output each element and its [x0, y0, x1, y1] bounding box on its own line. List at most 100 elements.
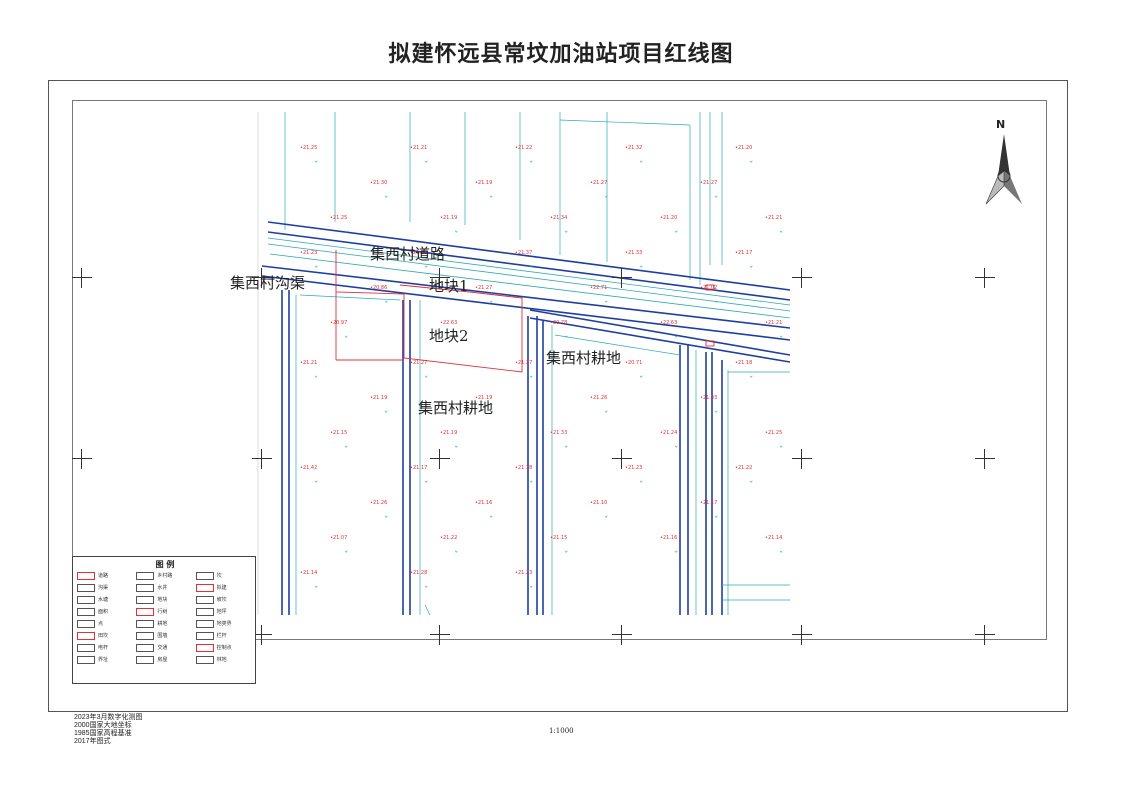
farmland-symbol: ˇ [384, 411, 389, 421]
farmland-symbol: ˇ [489, 196, 494, 206]
legend-symbol-icon [195, 631, 214, 640]
legend-symbol-icon [195, 571, 214, 580]
farmland-symbol: ˇ [314, 161, 319, 171]
legend-symbol-icon [136, 619, 155, 628]
elevation-label: •21.15 [330, 430, 348, 436]
elevation-label: •21.24 [660, 430, 678, 436]
legend-item: 电杆 [77, 643, 134, 652]
farmland-symbol: ˇ [749, 266, 754, 276]
legend-item: 道路 [77, 571, 134, 580]
legend-item-label: 田坎 [98, 633, 109, 639]
grid-cross [975, 268, 995, 288]
north-label: N [996, 118, 1006, 131]
farmland-symbol: ˇ [454, 551, 459, 561]
farmland-symbol: ˇ [564, 231, 569, 241]
legend-grid: 道路乡村路坎沟渠水井拟建水塘地块坡坎面积行树地坪点耕地地类界田坎围墙栏杆电杆交通… [77, 571, 253, 664]
legend-symbol-icon [136, 571, 155, 580]
elevation-label: •21.03 [700, 395, 718, 401]
elevation-label: •21.23 [300, 250, 318, 256]
legend-item: 田坎 [77, 631, 134, 640]
farmland-symbol: ˇ [674, 551, 679, 561]
farmland-symbol: ˇ [424, 586, 429, 596]
legend-item: 坡坎 [195, 595, 253, 604]
legend-item: 地块 [136, 595, 193, 604]
legend-symbol-icon [195, 583, 214, 592]
farmland-symbol: ˇ [749, 481, 754, 491]
elevation-label: •21.16 [660, 535, 678, 541]
legend-item: 坎 [195, 571, 253, 580]
farmland-symbol: ˇ [424, 376, 429, 386]
legend-item-label: 控制点 [216, 645, 232, 651]
farmland-symbol: ˇ [529, 161, 534, 171]
elevation-label: •22.63 [660, 320, 678, 326]
elevation-label: •21.19 [410, 250, 428, 256]
legend-item-label: 水塘 [98, 597, 109, 603]
farmland-symbol: ˇ [314, 481, 319, 491]
legend-item: 乡村路 [136, 571, 193, 580]
legend-item-label: 水井 [157, 585, 168, 591]
elevation-label: •20.71 [625, 360, 643, 366]
farmland-symbol: ˇ [344, 231, 349, 241]
elevation-label: •21.19 [440, 430, 458, 436]
legend-item-label: 电杆 [98, 645, 109, 651]
elevation-label: •21.25 [330, 215, 348, 221]
legend-item: 拟建 [195, 583, 253, 592]
grid-cross [975, 625, 995, 645]
legend-item-label: 点 [98, 621, 104, 627]
legend-item-label: 界址 [98, 657, 109, 663]
grid-cross [72, 449, 92, 469]
elevation-label: •22.63 [440, 320, 458, 326]
legend-symbol-icon [136, 607, 155, 616]
elevation-label: •21.20 [735, 145, 753, 151]
legend-item-label: 围墙 [157, 633, 168, 639]
elevation-label: •21.34 [550, 215, 568, 221]
farmland-symbol: ˇ [384, 301, 389, 311]
legend-item-label: 乡村路 [157, 573, 173, 579]
elevation-label: •20.78 [550, 320, 568, 326]
note-line: 2000国家大地坐标 [74, 722, 132, 729]
legend-item-label: 面积 [98, 609, 109, 615]
farmland-symbol: ˇ [564, 336, 569, 346]
farmland-symbol: ˇ [604, 196, 609, 206]
legend-symbol-icon [77, 607, 95, 616]
elevation-label: •21.27 [590, 180, 608, 186]
elevation-label: •21.10 [590, 500, 608, 506]
elevation-label: •21.21 [410, 145, 428, 151]
farmland-symbol: ˇ [639, 376, 644, 386]
scale-label: 1:1000 [549, 727, 574, 735]
legend-box: 图 例 道路乡村路坎沟渠水井拟建水塘地块坡坎面积行树地坪点耕地地类界田坎围墙栏杆… [72, 556, 256, 684]
canal-label: 集西村沟渠 [230, 274, 306, 292]
farmland-symbol: ˇ [424, 161, 429, 171]
farmland-symbol: ˇ [489, 411, 494, 421]
elevation-label: •20.97 [330, 320, 348, 326]
grid-cross [975, 449, 995, 469]
elevation-label: •21.27 [475, 285, 493, 291]
note-line: 1985国家高程基准 [74, 730, 132, 737]
grid-cross [252, 625, 272, 645]
elevation-label: •21.18 [515, 465, 533, 471]
farmland-symbol: ˇ [639, 266, 644, 276]
elevation-label: •21.20 [660, 215, 678, 221]
grid-cross [430, 268, 450, 288]
legend-item-label: 坡坎 [216, 597, 227, 603]
farmland-symbol: ˇ [454, 231, 459, 241]
elevation-label: •21.25 [300, 145, 318, 151]
elevation-label: •21.21 [765, 215, 783, 221]
legend-symbol-icon [195, 643, 214, 652]
farmland-symbol: ˇ [779, 551, 784, 561]
elevation-label: •21.14 [765, 535, 783, 541]
elevation-label: •21.21 [300, 360, 318, 366]
farmland-symbol: ˇ [344, 336, 349, 346]
elevation-label: •21.32 [625, 145, 643, 151]
legend-symbol-icon [77, 571, 95, 580]
farmland-symbol: ˇ [314, 266, 319, 276]
elevation-label: •21.33 [625, 250, 643, 256]
farmland-symbol: ˇ [779, 231, 784, 241]
grid-cross [612, 449, 632, 469]
farmland-symbol: ˇ [529, 376, 534, 386]
legend-item: 水井 [136, 583, 193, 592]
legend-symbol-icon [195, 607, 214, 616]
elevation-label: •21.22 [735, 465, 753, 471]
grid-cross [612, 268, 632, 288]
legend-symbol-icon [77, 583, 95, 592]
